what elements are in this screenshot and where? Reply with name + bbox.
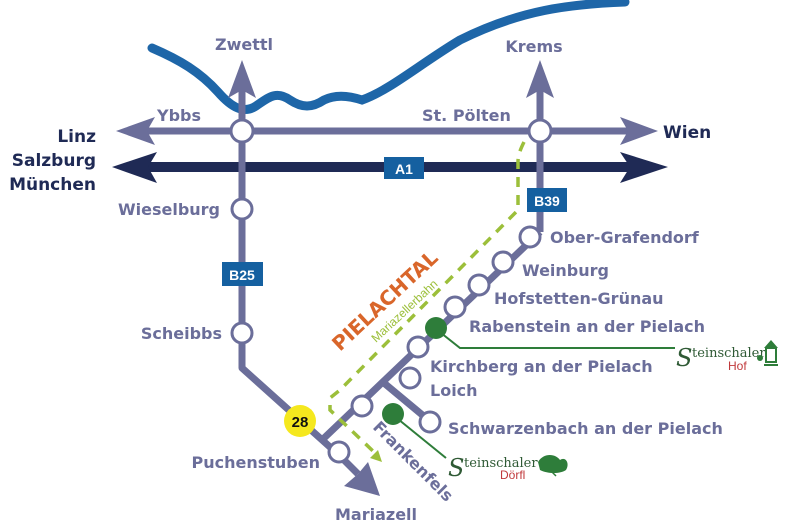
stop-scheibbs xyxy=(230,321,254,345)
stop-kirchberg xyxy=(406,335,430,359)
badge-28-label: 28 xyxy=(292,414,309,431)
label-mariazell: Mariazell xyxy=(335,505,417,524)
label-puchenstuben: Puchenstuben xyxy=(192,453,321,472)
badge-b39-label: B39 xyxy=(534,193,560,209)
badge-b25-label: B25 xyxy=(229,267,255,283)
stop-ybbs-junction xyxy=(229,118,255,144)
stop-frankenfels xyxy=(350,394,374,418)
badge-b39: B39 xyxy=(527,188,567,212)
hotel-hof-marker xyxy=(425,317,447,339)
label-ober-grafendorf: Ober-Grafendorf xyxy=(550,228,700,247)
label-zwettl: Zwettl xyxy=(215,35,273,54)
label-ybbs: Ybbs xyxy=(156,106,201,125)
mariazellerbahn-rail xyxy=(328,141,526,462)
logo-hof-name: teinschaler xyxy=(692,346,766,361)
label-weinburg: Weinburg xyxy=(522,261,609,280)
badge-b25: B25 xyxy=(222,262,263,286)
hotel-doerfl-marker xyxy=(382,403,404,425)
label-salzburg: Salzburg xyxy=(12,151,96,171)
logo-steinschaler-doerfl[interactable]: S teinschaler Dörfl xyxy=(448,454,568,482)
label-loich: Loich xyxy=(430,381,478,400)
stop-hofstetten-b xyxy=(443,295,467,319)
logo-hof-initial: S xyxy=(676,344,692,372)
logo-hof-sub: Hof xyxy=(728,359,747,373)
label-wieselburg: Wieselburg xyxy=(118,200,220,219)
stop-puchenstuben xyxy=(327,440,351,464)
stop-wieselburg xyxy=(230,197,254,221)
stop-weinburg xyxy=(491,250,515,274)
label-scheibbs: Scheibbs xyxy=(141,324,222,343)
logo-doerfl-name: teinschaler xyxy=(464,456,538,471)
label-linz: Linz xyxy=(57,127,96,147)
label-st-poelten: St. Pölten xyxy=(422,106,511,125)
logo-doerfl-initial: S xyxy=(448,454,464,482)
label-schwarzenbach: Schwarzenbach an der Pielach xyxy=(448,419,723,438)
label-hofstetten: Hofstetten-Grünau xyxy=(494,289,664,308)
stop-hofstetten-a xyxy=(467,273,491,297)
label-rabenstein: Rabenstein an der Pielach xyxy=(469,317,705,336)
badge-a1: A1 xyxy=(384,157,424,179)
stop-ober-grafendorf xyxy=(518,225,542,249)
stop-st-poelten xyxy=(527,118,553,144)
badge-a1-label: A1 xyxy=(395,161,413,177)
label-muenchen: München xyxy=(9,175,96,195)
stop-loich xyxy=(398,366,422,390)
label-krems: Krems xyxy=(505,37,562,56)
badge-route-28: 28 xyxy=(284,405,316,437)
logo-steinschaler-hof[interactable]: S teinschaler Hof xyxy=(676,340,778,373)
stop-schwarzenbach xyxy=(418,410,442,434)
label-wien: Wien xyxy=(663,123,711,143)
label-kirchberg: Kirchberg an der Pielach xyxy=(430,357,653,376)
stops xyxy=(229,118,553,464)
logo-doerfl-sub: Dörfl xyxy=(500,468,525,482)
lantern-icon xyxy=(757,340,778,366)
river-danube xyxy=(147,0,630,114)
tree-icon xyxy=(538,455,568,477)
